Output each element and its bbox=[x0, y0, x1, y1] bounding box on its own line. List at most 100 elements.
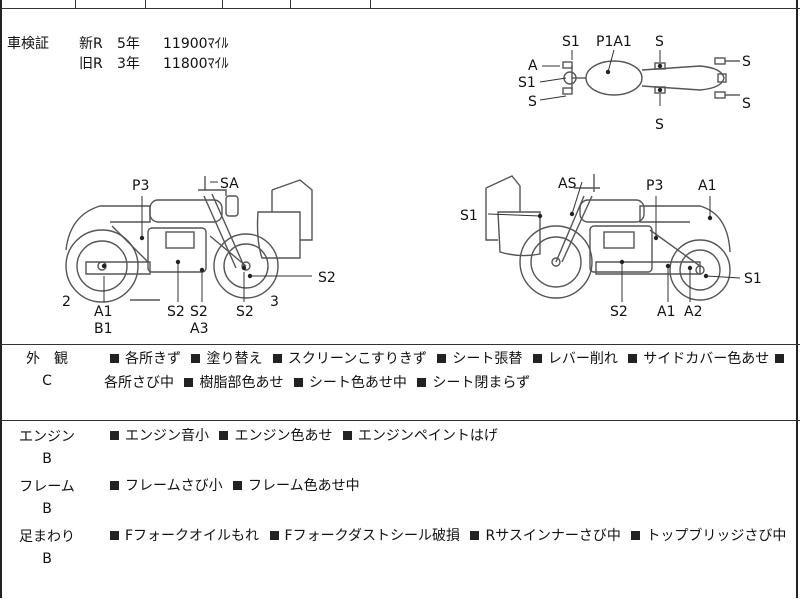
diagram-label: S2 bbox=[190, 304, 208, 320]
section-frame-items: フレームさび小 フレーム色あせ中 bbox=[104, 474, 794, 498]
list-item: スクリーンこすりきず bbox=[267, 351, 427, 367]
diagram-label: P3 bbox=[132, 178, 149, 194]
diagram-label: S1 bbox=[460, 208, 478, 224]
list-item: 各所きず bbox=[104, 351, 181, 367]
header-bottom-border bbox=[0, 8, 800, 9]
top-view-labels: S1 P1A1 S A S1 S S S S bbox=[518, 34, 751, 133]
bullet-square-icon bbox=[272, 354, 282, 363]
header-divider bbox=[222, 0, 223, 8]
list-item: フレーム色あせ中 bbox=[227, 478, 360, 494]
diagram-label: A2 bbox=[684, 304, 702, 320]
header-divider bbox=[290, 0, 291, 8]
left-view-labels: P3 SA 2 A1 B1 S2 S2 A3 S2 3 S2 bbox=[62, 176, 336, 337]
diagram-label: 2 bbox=[62, 294, 71, 310]
bike-left-view bbox=[65, 176, 313, 303]
list-item: トップブリッジさび中 bbox=[625, 528, 786, 544]
bullet-square-icon bbox=[110, 354, 119, 363]
inspection-old-era: 旧R bbox=[79, 56, 103, 72]
diagram-label: S1 bbox=[518, 75, 536, 91]
section-grade: B bbox=[42, 551, 52, 567]
list-item: Fフォークオイルもれ bbox=[104, 528, 259, 544]
bullet-square-icon bbox=[631, 531, 641, 540]
diagram-label: S1 bbox=[744, 271, 762, 287]
list-item: 樹脂部色あせ bbox=[178, 375, 283, 391]
section-divider bbox=[0, 344, 800, 345]
section-exterior-items: 各所きず 塗り替え スクリーンこすりきず シート張替 レバー削れ サイドカバー色… bbox=[104, 347, 794, 395]
list-item: シート色あせ中 bbox=[288, 375, 407, 391]
list-item: Fフォークダストシール破損 bbox=[264, 528, 460, 544]
bike-top-view bbox=[562, 57, 740, 99]
diagram-label: SA bbox=[220, 176, 239, 192]
list-item: シート張替 bbox=[431, 351, 522, 367]
bullet-square-icon bbox=[532, 354, 542, 363]
section-grade: B bbox=[42, 451, 52, 467]
inspection-old-years: 3年 bbox=[117, 56, 140, 72]
list-item: サイドカバー色あせ bbox=[622, 351, 790, 367]
diagram-label: S bbox=[742, 96, 751, 112]
section-name: エンジン bbox=[19, 429, 75, 445]
section-engine-label: エンジン B bbox=[0, 426, 94, 470]
section-suspension-items: Fフォークオイルもれ Fフォークダストシール破損 Rサスインナーさび中 トップブ… bbox=[104, 524, 794, 548]
section-name: 外 観 bbox=[26, 351, 68, 367]
diagram-label: A3 bbox=[190, 321, 208, 337]
bullet-square-icon bbox=[110, 531, 119, 540]
diagram-label: P3 bbox=[646, 178, 663, 194]
inspection-old-mileage: 11800ﾏｲﾙ bbox=[163, 56, 229, 72]
inspection-old-row: 旧R 3年 11800ﾏｲﾙ bbox=[79, 54, 229, 74]
section-divider bbox=[0, 420, 800, 421]
diagram-label: S bbox=[742, 54, 751, 70]
diagram-label: AS bbox=[558, 176, 577, 192]
inspection-label: 車検証 bbox=[7, 36, 49, 52]
bullet-square-icon bbox=[342, 431, 352, 440]
header-divider bbox=[370, 0, 371, 8]
bike-right-view bbox=[485, 174, 731, 301]
leader-lines bbox=[103, 49, 741, 302]
bullet-square-icon bbox=[219, 431, 229, 440]
diagram-label: P1A1 bbox=[596, 34, 632, 50]
bullet-square-icon bbox=[233, 481, 243, 490]
list-item: エンジン色あせ bbox=[213, 428, 332, 444]
diagram-label: A1 bbox=[657, 304, 675, 320]
section-engine-items: エンジン音小 エンジン色あせ エンジンペイントはげ bbox=[104, 424, 794, 448]
right-view-labels: AS P3 A1 S1 S2 A1 A2 S1 bbox=[460, 176, 762, 320]
diagram-label: B1 bbox=[94, 321, 113, 337]
list-item: シート閉まらず bbox=[411, 375, 530, 391]
header-divider bbox=[75, 0, 76, 8]
bullet-square-icon bbox=[110, 431, 119, 440]
diagram-label: S1 bbox=[562, 34, 580, 50]
list-item: レバー削れ bbox=[527, 351, 618, 367]
section-grade: B bbox=[42, 501, 52, 517]
bullet-square-icon bbox=[110, 481, 119, 490]
bullet-square-icon bbox=[470, 531, 480, 540]
list-item: Rサスインナーさび中 bbox=[464, 528, 621, 544]
diagram-label: S2 bbox=[236, 304, 254, 320]
damage-markers bbox=[101, 63, 713, 279]
inspection-new-years: 5年 bbox=[117, 36, 140, 52]
list-item: エンジンペイントはげ bbox=[337, 428, 498, 444]
bullet-square-icon bbox=[191, 354, 201, 363]
diagram-label: S2 bbox=[610, 304, 628, 320]
diagram-label: S bbox=[655, 117, 664, 133]
diagram-label: A bbox=[528, 58, 538, 74]
bullet-square-icon bbox=[293, 378, 303, 387]
header-divider bbox=[145, 0, 146, 8]
diagram-label: S2 bbox=[167, 304, 185, 320]
section-grade: C bbox=[42, 373, 52, 389]
damage-diagram: S1 P1A1 S A S1 S S S S P3 SA 2 A1 B1 S2 … bbox=[62, 34, 762, 337]
diagram-label: A1 bbox=[698, 178, 716, 194]
bullet-square-icon bbox=[184, 378, 194, 387]
diagram-label: A1 bbox=[94, 304, 112, 320]
section-frame-label: フレーム B bbox=[0, 476, 94, 520]
diagram-label: S bbox=[655, 34, 664, 50]
section-name: フレーム bbox=[19, 479, 75, 495]
bullet-square-icon bbox=[775, 354, 785, 363]
bullet-square-icon bbox=[417, 378, 427, 387]
bullet-square-icon bbox=[628, 354, 638, 363]
diagram-label: S bbox=[528, 94, 537, 110]
bullet-square-icon bbox=[269, 531, 279, 540]
list-item: エンジン音小 bbox=[104, 428, 209, 444]
section-exterior-label: 外 観 C bbox=[0, 348, 94, 392]
inspection-new-mileage: 11900ﾏｲﾙ bbox=[163, 36, 229, 52]
diagram-label: S2 bbox=[318, 270, 336, 286]
section-suspension-label: 足まわり B bbox=[0, 526, 94, 570]
